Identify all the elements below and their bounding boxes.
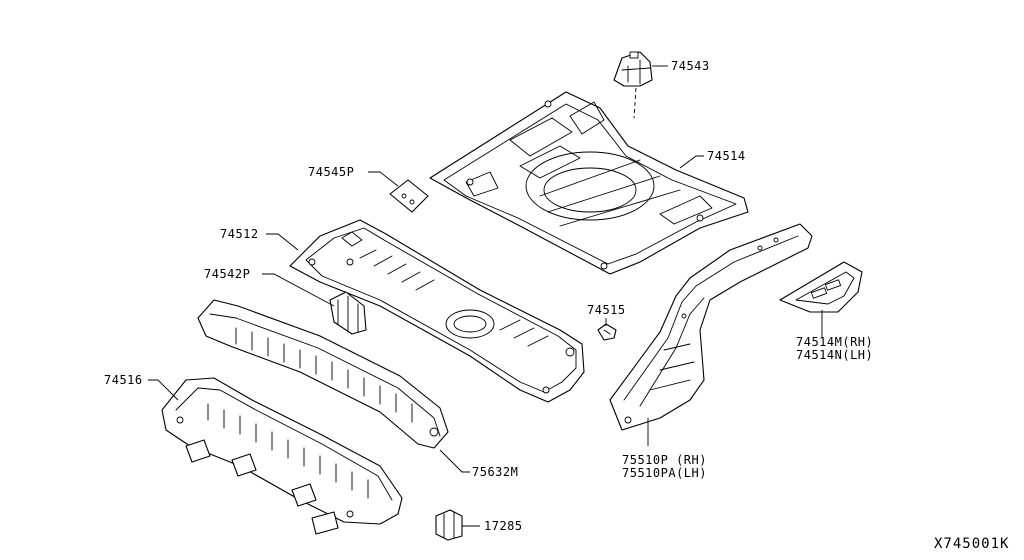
part-75632M-cross-member <box>197 299 449 449</box>
label-75632M: 75632M <box>472 465 518 479</box>
part-74516-end-panel <box>161 377 403 535</box>
diagram-code: X745001K <box>934 536 1009 552</box>
part-17285-clip <box>435 509 463 541</box>
label-74545P: 74545P <box>308 165 354 179</box>
part-74514-rear-floor <box>429 91 749 275</box>
leader-74543-dashed <box>633 87 637 119</box>
label-75510PA: 75510PA(LH) <box>622 466 707 480</box>
part-74543-bracket <box>613 51 653 87</box>
label-74515: 74515 <box>587 303 626 317</box>
leader-74542P <box>262 273 335 307</box>
part-74515-clip <box>597 323 617 341</box>
part-74542P-bracket <box>329 291 367 335</box>
label-74543: 74543 <box>671 59 710 73</box>
leader-74516 <box>148 379 179 401</box>
label-74514N: 74514N(LH) <box>796 348 873 362</box>
label-74516: 74516 <box>104 373 143 387</box>
part-74512-cross-panel <box>289 219 585 403</box>
leader-74514 <box>679 155 704 169</box>
leader-74512 <box>266 233 299 251</box>
label-75510P: 75510P (RH) <box>622 453 707 467</box>
leader-74545P <box>368 171 399 187</box>
leader-75632M <box>439 449 470 473</box>
part-74514M-side-bracket <box>779 261 863 313</box>
label-74512: 74512 <box>220 227 259 241</box>
label-74514: 74514 <box>707 149 746 163</box>
label-74514M: 74514M(RH) <box>796 335 873 349</box>
label-74542P: 74542P <box>204 267 250 281</box>
label-17285: 17285 <box>484 519 523 533</box>
part-75510P-side-member <box>609 223 813 431</box>
part-74545P-plate <box>389 179 429 213</box>
